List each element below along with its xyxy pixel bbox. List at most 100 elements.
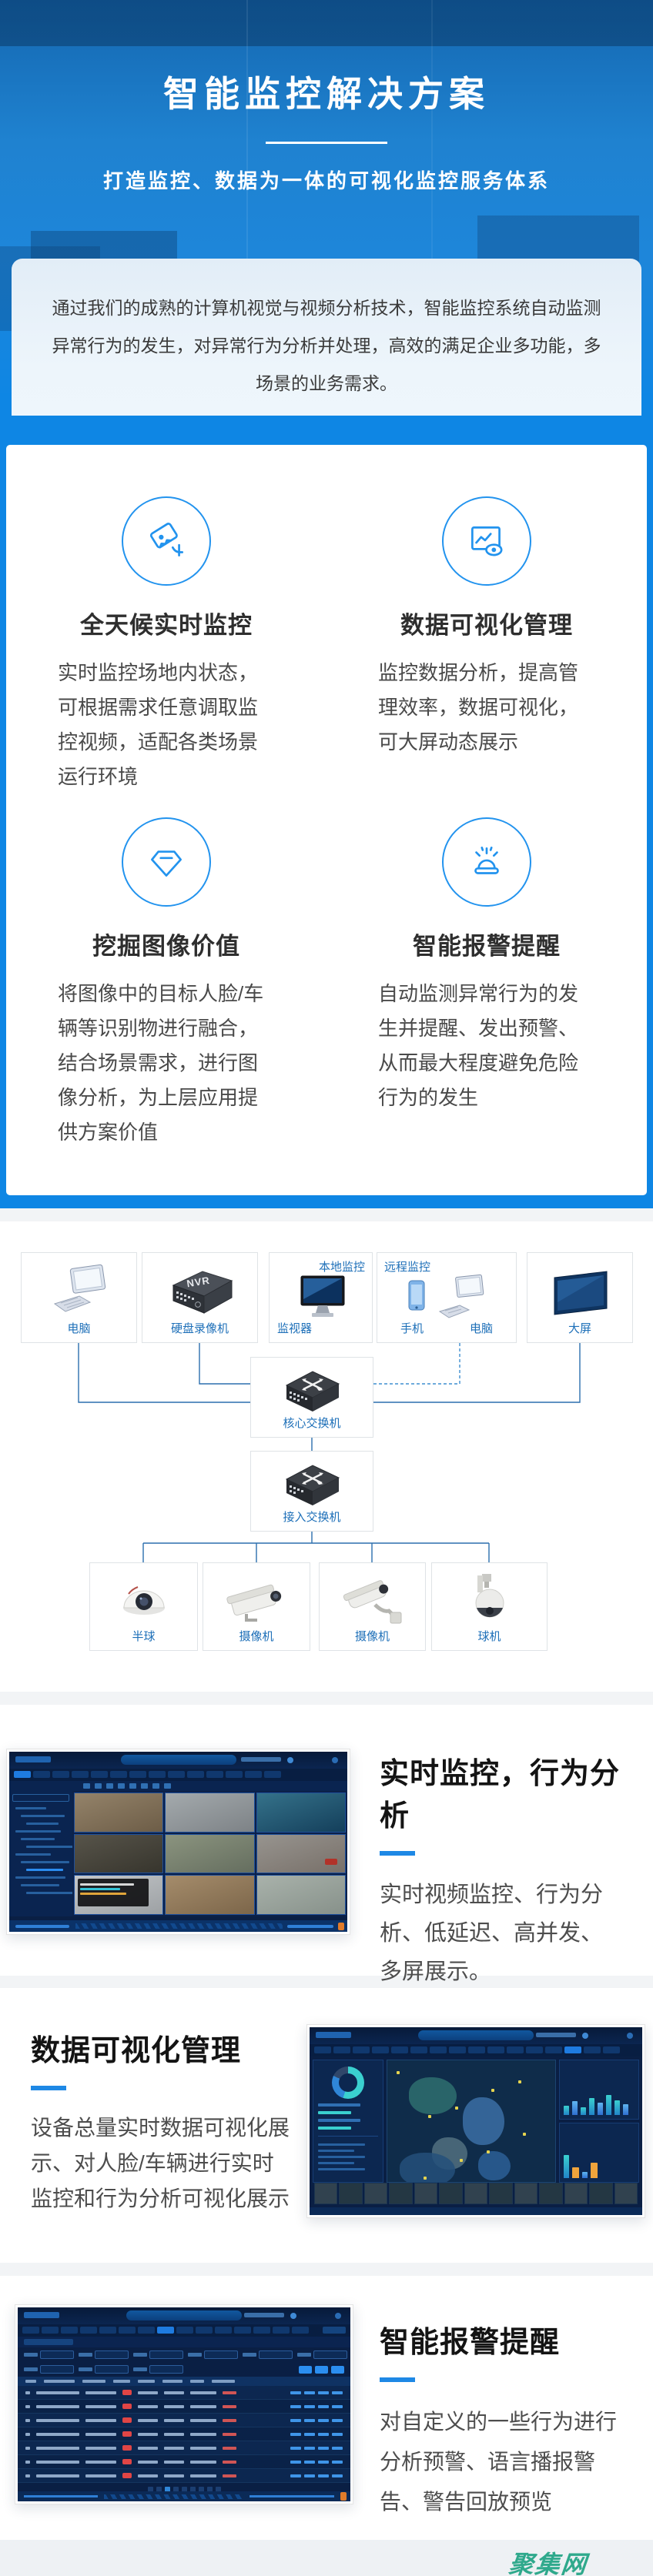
feature-icon-circle bbox=[442, 496, 531, 586]
section-visualization: 数据可视化管理 设备总量实时数据可视化展示、对人脸/车辆进行实时监控和行为分析可… bbox=[0, 1988, 653, 2263]
intro-text: 通过我们的成熟的计算机视觉与视频分析技术，智能监控系统自动监测异常行为的发生，对… bbox=[52, 298, 601, 393]
screenshot-bottombar bbox=[18, 2491, 350, 2501]
switch-label: 接入交换机 bbox=[283, 1511, 341, 1524]
panel-header bbox=[18, 2337, 350, 2347]
device-box-pc: 电脑 bbox=[21, 1252, 137, 1343]
screenshot-tabs bbox=[310, 2044, 642, 2056]
camera-box-ptz: 球机 bbox=[431, 1562, 548, 1651]
feature-realtime-monitoring: 全天候实时监控 实时监控场地内状态，可根据需求任意调取监控视频，适配各类场景运行… bbox=[6, 496, 326, 794]
diamond-icon bbox=[151, 850, 182, 877]
cctv-camera-icon bbox=[149, 523, 184, 556]
device-labels: 手机 电脑 bbox=[377, 1320, 516, 1342]
camera-box-dome: 半球 bbox=[89, 1562, 198, 1651]
face-thumbnails-strip bbox=[310, 2183, 642, 2204]
monitor-icon bbox=[300, 1275, 344, 1317]
device-label: 电脑 bbox=[67, 1322, 91, 1335]
section-text: 智能报警提醒 对自定义的一些行为进行分析预警、语言播报警告、警告回放预览 bbox=[380, 2318, 634, 2522]
features-card: 全天候实时监控 实时监控场地内状态，可根据需求任意调取监控视频，适配各类场景运行… bbox=[6, 445, 647, 1195]
title-underline bbox=[31, 2086, 66, 2090]
filter-buttons bbox=[299, 2365, 344, 2374]
access-switch-box: 接入交换机 bbox=[250, 1451, 373, 1532]
feature-desc: 自动监测异常行为的发生并提醒、发出预警、从而最大程度避免危险行为的发生 bbox=[378, 982, 579, 1109]
nvr-icon bbox=[172, 1271, 233, 1314]
screenshot-topbar bbox=[310, 2027, 642, 2044]
blue-zone: 智能监控解决方案 打造监控、数据为一体的可视化监控服务体系 通过我们的成熟的计算… bbox=[0, 0, 653, 1208]
core-switch-box: 核心交换机 bbox=[250, 1357, 373, 1438]
dashboard-right-panel bbox=[559, 2060, 639, 2183]
camera-label: 摄像机 bbox=[354, 1630, 390, 1643]
hero-text: 智能监控解决方案 打造监控、数据为一体的可视化监控服务体系 bbox=[0, 0, 653, 194]
dome-camera-icon bbox=[122, 1586, 165, 1615]
pagination bbox=[18, 2483, 350, 2495]
hero-banner: 智能监控解决方案 打造监控、数据为一体的可视化监控服务体系 通过我们的成熟的计算… bbox=[0, 0, 653, 416]
device-box-remote: 远程监控 手机 电脑 bbox=[377, 1252, 517, 1343]
camera-label: 半球 bbox=[132, 1630, 156, 1643]
dashboard-map bbox=[387, 2060, 556, 2183]
screen-eye-icon bbox=[471, 526, 503, 556]
screenshot-content bbox=[9, 1752, 347, 1932]
screenshot-bottombar bbox=[310, 2207, 642, 2215]
stats-list bbox=[318, 2136, 378, 2170]
screenshot-bottombar bbox=[9, 1920, 347, 1932]
feature-title: 智能报警提醒 bbox=[413, 933, 561, 960]
site-logo: 聚集网 bbox=[507, 2551, 589, 2576]
topology-connectors bbox=[78, 1343, 581, 1562]
screenshot-topbar bbox=[18, 2307, 350, 2324]
device-label: 大屏 bbox=[568, 1322, 591, 1335]
camera-label: 球机 bbox=[477, 1630, 501, 1643]
donut-legend bbox=[318, 2103, 378, 2130]
bullet-camera-icon bbox=[343, 1580, 401, 1624]
computer-icon bbox=[53, 1264, 105, 1312]
section-body: 对自定义的一些行为进行分析预警、语言播报警告、警告回放预览 bbox=[380, 2410, 618, 2514]
bar-chart-top bbox=[559, 2060, 639, 2120]
section-separator bbox=[0, 1976, 653, 1988]
feature-desc: 将图像中的目标人脸/车辆等识别物进行融合，结合场景需求，进行图像分析，为上层应用… bbox=[58, 982, 264, 1144]
section-title: 数据可视化管理 bbox=[31, 2035, 242, 2067]
page-footer: 聚集网 bbox=[0, 2540, 653, 2576]
device-label: 手机 bbox=[400, 1322, 424, 1335]
remote-monitoring-tag: 远程监控 bbox=[384, 1261, 431, 1274]
intro-box: 通过我们的成熟的计算机视觉与视频分析技术，智能监控系统自动监测异常行为的发生，对… bbox=[12, 259, 641, 416]
screenshot-tabs bbox=[18, 2324, 350, 2337]
feature-icon-circle bbox=[442, 817, 531, 907]
camera-box-bullet: 摄像机 bbox=[319, 1562, 426, 1651]
donut-chart bbox=[332, 2066, 364, 2099]
page-title: 智能监控解决方案 bbox=[163, 74, 490, 114]
device-label: 电脑 bbox=[469, 1322, 493, 1335]
device-box-bigscreen: 大屏 bbox=[527, 1252, 633, 1343]
section-separator bbox=[0, 1208, 653, 1221]
camera-tree-panel bbox=[9, 1791, 78, 1916]
device-box-nvr: NVR 硬盘录像机 bbox=[142, 1252, 258, 1343]
screenshot-dashboard bbox=[306, 2024, 645, 2218]
camera-box-boxcam: 摄像机 bbox=[203, 1562, 310, 1651]
section-body: 设备总量实时数据可视化展示、对人脸/车辆进行实时监控和行为分析可视化展示 bbox=[31, 2116, 290, 2210]
section-realtime: 实时监控，行为分析 实时视频监控、行为分析、低延迟、高并发、多屏展示。 bbox=[0, 1705, 653, 1984]
phone-and-computer-icon bbox=[408, 1274, 484, 1318]
screenshot-main bbox=[9, 1791, 347, 1916]
switch-icon bbox=[285, 1371, 340, 1412]
section-alarm: 智能报警提醒 对自定义的一些行为进行分析预警、语言播报警告、警告回放预览 bbox=[0, 2276, 653, 2540]
table-header bbox=[18, 2377, 350, 2386]
section-separator bbox=[0, 1692, 653, 1705]
feature-image-value: 挖掘图像价值 将图像中的目标人脸/车辆等识别物进行融合，结合场景需求，进行图像分… bbox=[6, 817, 326, 1150]
ptz-camera-icon bbox=[475, 1574, 504, 1618]
page-subtitle: 打造监控、数据为一体的可视化监控服务体系 bbox=[102, 169, 550, 192]
bar-chart-bottom bbox=[559, 2123, 639, 2183]
video-grid bbox=[72, 1791, 347, 1916]
feature-icon-circle bbox=[122, 496, 211, 586]
feature-title: 全天候实时监控 bbox=[80, 612, 253, 639]
box-camera-icon bbox=[226, 1584, 282, 1622]
title-divider bbox=[266, 142, 387, 144]
device-label: 硬盘录像机 bbox=[170, 1322, 229, 1335]
device-label: 监视器 bbox=[277, 1322, 313, 1335]
screenshot-content bbox=[310, 2027, 642, 2215]
feature-desc: 实时监控场地内状态，可根据需求任意调取监控视频，适配各类场景运行环境 bbox=[58, 661, 259, 788]
title-underline bbox=[380, 2377, 415, 2382]
filter-row-2 bbox=[18, 2362, 350, 2377]
switch-icon bbox=[285, 1465, 340, 1505]
feature-title: 数据可视化管理 bbox=[400, 612, 573, 639]
filter-row-1 bbox=[18, 2347, 350, 2362]
siren-icon bbox=[474, 847, 499, 874]
section-title: 实时监控，行为分析 bbox=[380, 1758, 621, 1833]
